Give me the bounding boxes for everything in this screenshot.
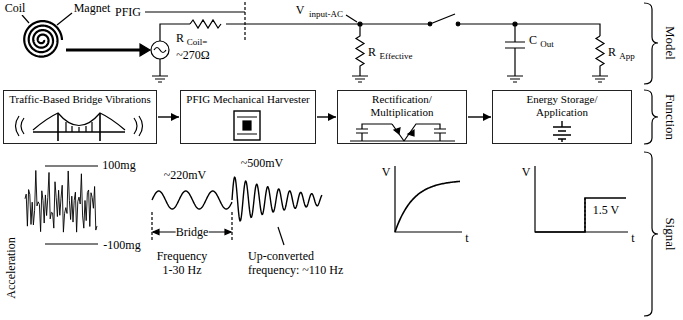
coupling-arrow [66, 49, 141, 52]
plot-axes [535, 166, 628, 232]
leader-line [57, 13, 72, 25]
ground-symbol [152, 76, 168, 82]
brace [644, 90, 658, 144]
annotation-label: ~500mV [241, 156, 284, 170]
leader-line [278, 227, 284, 245]
resistor-symbol [596, 36, 604, 76]
capacitor-symbol [505, 24, 525, 76]
signal-traces [24, 21, 460, 232]
subscript-label: Out [540, 39, 554, 49]
flow-arrow [468, 116, 491, 117]
dimension-line [231, 212, 232, 240]
annotation-label: 1.5 V [593, 203, 619, 217]
diode-symbol [408, 130, 414, 136]
annotation-label: V [296, 3, 305, 17]
process-box: Rectification/ Multiplication [337, 90, 467, 144]
ground-symbol [352, 76, 368, 82]
box-title: PFIG Mechanical Harvester [186, 93, 309, 106]
annotation-label: R [608, 45, 616, 59]
diode-symbol [394, 128, 400, 134]
row-label: Signal [663, 217, 677, 250]
region-divider [244, 2, 245, 40]
capacitor-symbol [356, 124, 392, 141]
process-box: Traffic-Based Bridge Vibrations [3, 90, 157, 144]
switch-contact [456, 22, 460, 26]
switch-symbol [430, 14, 455, 24]
arrow-head [153, 230, 159, 235]
box-title: Traffic-Based Bridge Vibrations [9, 93, 151, 106]
annotation-label: ~220mV [164, 168, 207, 182]
bridge-hanger [66, 122, 92, 132]
bridge-tower [58, 113, 100, 141]
annotation-label: t [465, 231, 468, 245]
brace [644, 3, 658, 84]
annotation-label: -100mg [103, 238, 140, 252]
process-box: PFIG Mechanical Harvester [180, 90, 316, 144]
subscript-label: Coil= [187, 37, 208, 47]
ac-source [151, 41, 169, 59]
brace [644, 152, 658, 316]
harvester-beam [237, 117, 257, 134]
ground-symbol [507, 76, 523, 82]
arrow-head [140, 44, 150, 56]
step-signal [535, 198, 626, 232]
resistor-symbol [190, 20, 221, 28]
coil-magnet [24, 21, 62, 57]
wire [159, 59, 160, 76]
resistor-symbol [356, 24, 364, 76]
wire [226, 23, 430, 24]
annotation-label: Up-converted frequency: ~110 Hz [248, 249, 356, 277]
subscript-label: input-AC [309, 9, 343, 19]
subscript-label: Effective [380, 51, 413, 61]
vibration-mark [134, 116, 143, 136]
flow-arrow [158, 116, 179, 117]
box-title: Energy Storage/ Application [515, 93, 609, 119]
reference-line [45, 165, 98, 166]
annotation-label: PFIG [115, 5, 141, 19]
annotation-label: Magnet [74, 1, 111, 15]
annotation-label: C [529, 33, 537, 47]
vibration-mark [16, 116, 25, 136]
row-label: Function [663, 94, 677, 140]
arrow-head [225, 230, 231, 235]
subscript-label: App [619, 51, 635, 61]
annotation-label: ~270Ω [176, 48, 209, 62]
bridge-frequency-trace [152, 191, 232, 209]
plot-axes [395, 166, 462, 232]
annotation-label: V [382, 165, 391, 179]
dimension-line [584, 198, 585, 232]
harvester-icon [234, 111, 260, 140]
leader-line [346, 15, 357, 22]
annotation-label: Bridge [176, 225, 209, 239]
annotation-label: Frequency 1-30 Hz [153, 249, 211, 277]
charging-curve [395, 181, 460, 232]
ac-symbol [154, 48, 166, 53]
wire [350, 140, 455, 141]
process-box: Energy Storage/ Application [492, 90, 632, 144]
annotation-label: 100mg [102, 158, 135, 172]
annotation-label: R [176, 31, 184, 45]
rectifier-wire [392, 124, 446, 141]
symbol-part [16, 2, 659, 316]
box-title: Rectification/ Multiplication [361, 93, 443, 119]
row-label: Model [663, 26, 677, 60]
annotation-label: Coil [5, 1, 26, 15]
leader-line [22, 15, 29, 23]
battery-symbol [553, 121, 571, 142]
acceleration-trace [25, 170, 97, 232]
region-line [145, 11, 245, 12]
reference-line [45, 243, 98, 244]
annotation-label: Acceleration [4, 237, 18, 298]
harvester-mass [243, 121, 251, 130]
dimension-line [151, 212, 152, 240]
annotation-label: V [522, 165, 531, 179]
ground-symbol [592, 76, 608, 82]
annotation-label: R [368, 45, 376, 59]
up-converted-trace [232, 177, 322, 221]
annotation-label: t [631, 231, 634, 245]
flow-arrow [317, 116, 336, 117]
